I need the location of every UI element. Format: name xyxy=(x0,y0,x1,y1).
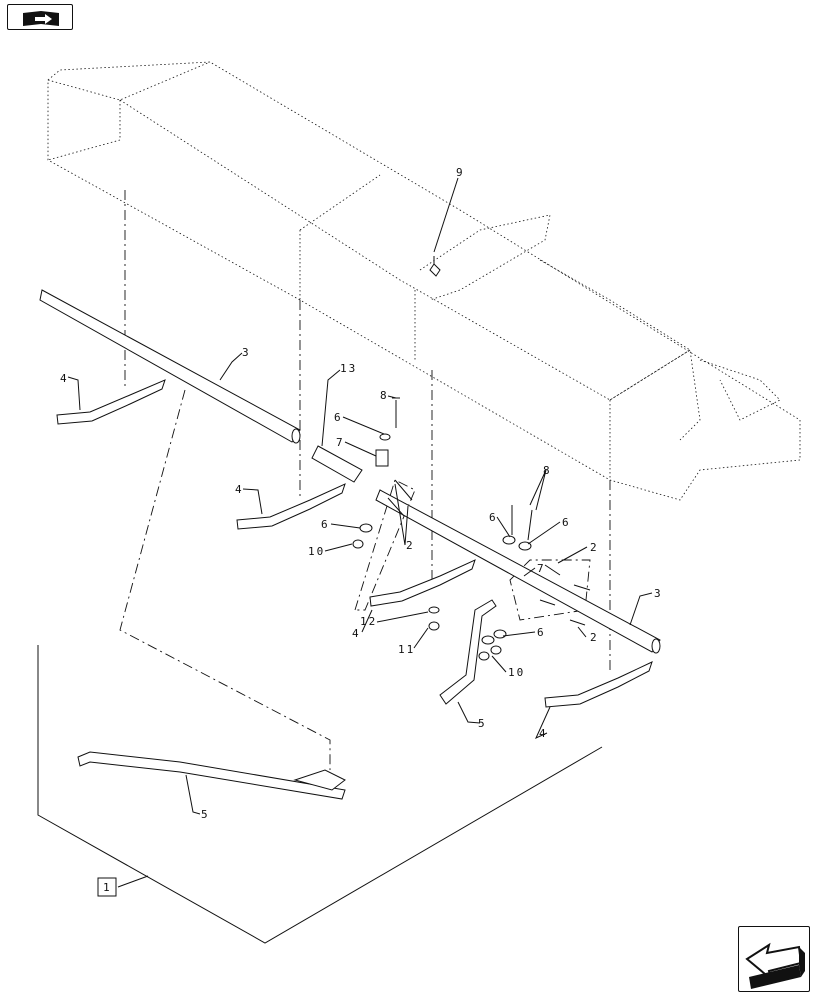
fasteners xyxy=(352,397,591,661)
callout-12: 12 xyxy=(360,615,377,628)
callout-1-box: 1 xyxy=(97,877,117,897)
callout-6: 6 xyxy=(489,511,498,524)
part-3-tubes xyxy=(39,289,661,654)
previous-page-button[interactable] xyxy=(7,4,73,30)
leader-lines xyxy=(67,352,653,888)
callout-5: 5 xyxy=(201,808,210,821)
callout-labels: 4 3 13 9 8 6 7 4 6 10 2 4 12 11 8 6 6 2 … xyxy=(60,166,663,821)
callout-4: 4 xyxy=(539,727,548,740)
alignment-lines xyxy=(119,190,611,770)
next-page-button[interactable] xyxy=(738,926,810,992)
callout-6: 6 xyxy=(321,518,330,531)
callout-8: 8 xyxy=(543,464,552,477)
part-9-bolt xyxy=(429,177,459,277)
callout-6: 6 xyxy=(334,411,343,424)
callout-8: 8 xyxy=(380,389,389,402)
callout-7: 7 xyxy=(336,436,345,449)
part-5-handles xyxy=(77,599,497,800)
part-1-frame xyxy=(37,645,603,944)
callout-1: 1 xyxy=(103,881,112,894)
callout-13: 13 xyxy=(340,362,357,375)
callout-7: 7 xyxy=(537,562,546,575)
callout-4: 4 xyxy=(60,372,69,385)
housing-outline xyxy=(47,61,801,501)
callout-2: 2 xyxy=(590,541,599,554)
callout-2: 2 xyxy=(590,631,599,644)
callout-6: 6 xyxy=(537,626,546,639)
callout-9: 9 xyxy=(456,166,465,179)
callout-4: 4 xyxy=(235,483,244,496)
callout-3: 3 xyxy=(654,587,663,600)
callout-10: 10 xyxy=(308,545,325,558)
callout-2: 2 xyxy=(406,539,415,552)
callout-6: 6 xyxy=(562,516,571,529)
callout-10: 10 xyxy=(508,666,525,679)
book-arrow-icon xyxy=(23,11,59,26)
part-13-sleeve xyxy=(311,445,363,483)
next-page-arrow-icon xyxy=(745,942,805,989)
callout-11: 11 xyxy=(398,643,415,656)
callout-5: 5 xyxy=(478,717,487,730)
callout-3: 3 xyxy=(242,346,251,359)
callout-4: 4 xyxy=(352,627,361,640)
part-4-brackets xyxy=(56,379,653,708)
